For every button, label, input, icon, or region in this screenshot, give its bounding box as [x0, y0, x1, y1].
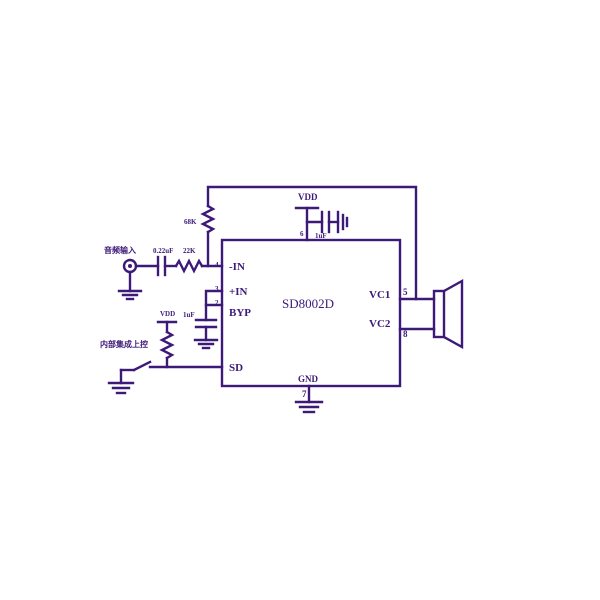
vdd-top-label: VDD: [298, 192, 318, 202]
pin-label-byp: BYP: [229, 307, 251, 319]
pin-number-6: 6: [300, 230, 304, 238]
pin-label-sd: SD: [229, 362, 243, 374]
vdd-cap-ground-icon: [336, 210, 349, 234]
sd-pullup-resistor: [159, 330, 175, 360]
input-capacitor-value: 0.22uF: [153, 247, 173, 255]
pin-label-minus-in: -IN: [229, 261, 245, 273]
pin-label-plus-in: +IN: [229, 286, 248, 298]
pin-number-3: 3: [215, 285, 219, 293]
speaker-icon: [432, 278, 464, 350]
input-resistor-value: 22K: [183, 247, 196, 255]
chip-ground-icon: [294, 400, 324, 414]
pin-label-vo2: VC2: [369, 318, 391, 330]
bypass-cap-value: 1uF: [183, 311, 195, 319]
shutdown-switch: [132, 360, 152, 372]
pin-number-2: 2: [215, 299, 219, 307]
sd-vdd-label: VDD: [160, 310, 175, 318]
chip-name: SD8002D: [282, 296, 334, 311]
shutdown-control-label: 内部集成上控: [100, 339, 148, 349]
switch-ground-icon: [107, 381, 135, 395]
audio-input-jack-icon: [122, 258, 138, 274]
pin-label-vo1: VC1: [369, 289, 390, 301]
amplifier-chip: [220, 238, 402, 388]
feedback-resistor-value: 68K: [184, 218, 197, 226]
bypass-ground-icon: [193, 338, 219, 350]
pin-number-8: 8: [403, 329, 408, 339]
input-resistor: [174, 258, 204, 274]
vdd-cap-value: 1uF: [315, 232, 327, 240]
feedback-resistor: [200, 204, 216, 234]
pin-label-gnd: GND: [298, 374, 319, 384]
pin-number-5: 5: [403, 287, 408, 297]
input-ground-icon: [117, 289, 143, 301]
audio-input-label: 音频输入: [104, 245, 136, 255]
pin-number-7: 7: [302, 389, 307, 399]
